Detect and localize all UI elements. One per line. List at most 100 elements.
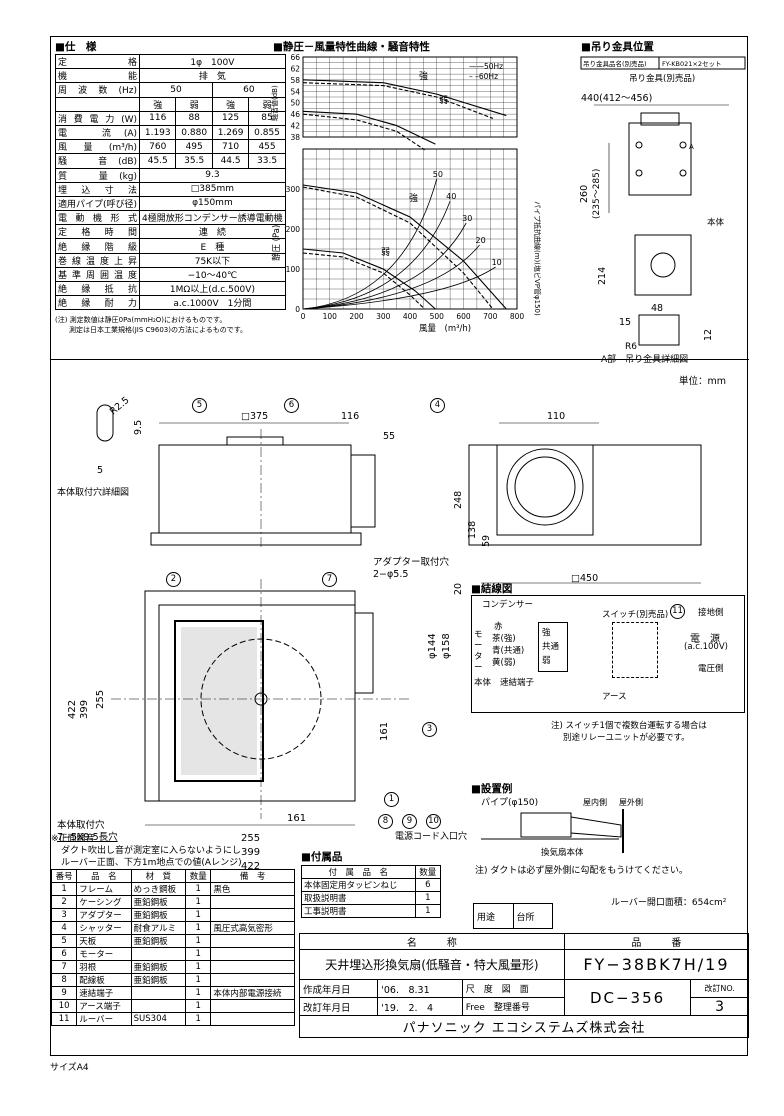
use-label: 用途 [473,903,514,929]
spec-value: 495 [175,139,213,155]
spec-value: 33.5 [248,153,286,169]
parts-cell: 1 [185,973,212,987]
parts-cell: 1 [185,960,212,974]
earth-label: アース [602,692,627,702]
pipe-axis-label: パイプ抵抗曲線(m)(塩ビVP管φ150) [533,201,542,316]
noise-axis-label: 騒音値(dB) [270,85,279,121]
scale-value: Free [465,1003,485,1013]
spec-row: 機 能排 気 [54,68,286,84]
parts-cell: 1 [185,1012,212,1026]
name-header: 名 称 [299,933,565,950]
drawing-number: DC−356 [563,979,692,1016]
parts-cell: 天板 [76,934,132,948]
spec-value: 44.5 [211,153,250,169]
spec-value: 1φ 100V [139,53,286,70]
terminal-block [538,622,568,672]
hanger-label: 吊り金具(別売品) [629,73,695,84]
spec-note-1: (注) 測定数値は静圧0Pa(mmH₂O)におけるものです。 [55,316,227,324]
spec-row: 質 量(kg)9.3 [54,167,286,183]
parts-cell [210,908,295,922]
pressure-curve-label: 弱 [381,247,390,258]
d450-label: □450 [571,573,598,584]
term-weak: 弱 [542,656,551,666]
cord-hole-label: 電源コード入口穴 [395,832,468,842]
d161h-label: 161 [287,813,306,824]
x-tick-label: 700 [483,312,498,321]
noise-tick-label: 66 [290,53,300,62]
created-value: '06. 8.31 [377,979,463,998]
x-tick-label: 100 [323,312,338,321]
noise-tick-label: 62 [290,64,300,73]
d138-label: 138 [467,521,478,539]
accessories-cell: 1 [414,891,442,905]
spec-value: 1.269 [211,124,250,141]
front-noise-2: ダクト吹出し音が測定室に入らないようにし [61,846,241,856]
spec-label [54,96,141,112]
unit-label: 単位：mm [679,376,727,387]
part-balloon: 11 [670,604,685,619]
scale-label: 尺 度 [465,985,493,995]
parts-cell [210,973,295,987]
parts-cell: 羽根 [76,960,132,974]
revision-number: 3 [690,997,749,1016]
spec-value: 強 [211,96,250,112]
revised-value: '19. 2. 4 [377,997,463,1016]
spec-label: 消費電力(W) [54,110,141,126]
code-header: 品 番 [563,933,750,950]
d422h-label: 422 [241,861,261,872]
spec-label: 巻線温度上昇 [54,252,141,268]
parts-cell [210,1012,295,1026]
part-balloon: 1 [384,792,399,807]
series-line [302,248,436,310]
pressure-tick-label: 300 [286,185,301,194]
parts-cell: めっき鋼板 [130,882,187,896]
adapter-label-2: 2−φ5.5 [373,569,408,580]
front-noise-3: ルーバー正面、下方1m地点での値(Aレンジ) [61,858,242,868]
noise-curve-label: 弱 [439,95,448,106]
parts-cell: 亜鉛鋼板 [130,934,187,948]
product-name: 天井埋込形換気扇(低騒音・特大風量形) [299,949,565,980]
pipe-curve-label: 50 [433,170,443,179]
pressure-curve-label: 強 [409,192,418,204]
spec-label: 絶縁階級 [54,238,141,254]
bracket-caption: A部 吊り金具詳細図 [601,355,689,365]
voltage-side: 電圧側 [698,664,724,674]
spec-label: 絶縁抵抗 [54,280,141,297]
legend-entry: ——50Hz [469,62,503,71]
number-label: 整理番号 [493,1003,530,1013]
spec-value: 45.5 [139,153,177,169]
x-tick-label: 600 [456,312,471,321]
parts-cell: 亜鉛鋼板 [130,973,187,987]
part-balloon: 3 [422,722,437,737]
parts-cell: 1 [185,947,212,961]
d20-label: 20 [453,583,464,595]
spec-value: 35.5 [175,153,213,169]
parts-cell: モーター [76,947,132,961]
legend-entry: – –60Hz [469,72,498,81]
parts-cell: 速結端子 [76,986,132,1000]
spec-row: 定格時間連 続 [54,224,286,240]
d255v-label: 255 [95,690,106,709]
parts-cell: シャッター [76,921,132,935]
spec-value: 弱 [175,96,213,112]
series-line [302,79,507,117]
part-balloon: 8 [378,814,393,829]
d158-label: φ158 [441,633,452,659]
spec-label: 周波数(Hz) [54,82,141,98]
wiring-title: ■結線図 [471,583,513,595]
d248-label: 248 [453,491,464,509]
pipe-curve-label: 10 [492,258,502,267]
